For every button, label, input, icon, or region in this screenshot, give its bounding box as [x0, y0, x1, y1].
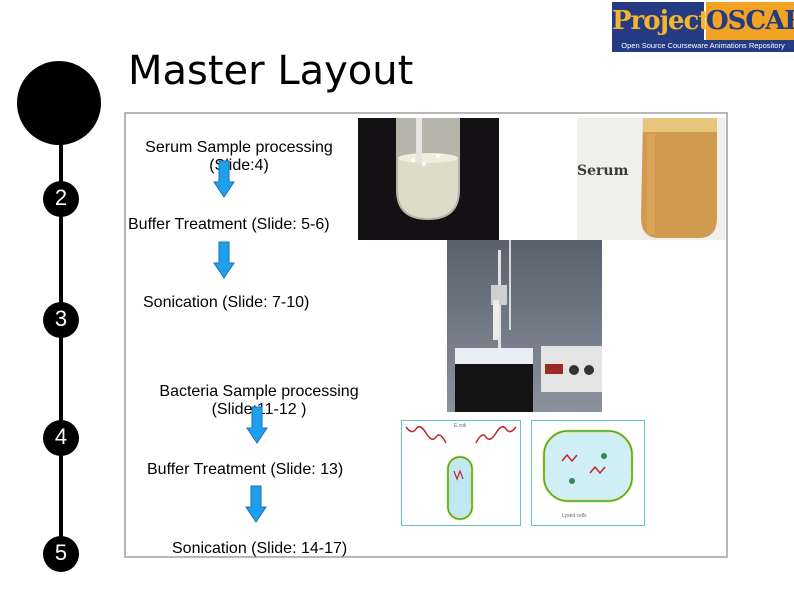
timeline-number-2: 2	[43, 181, 79, 217]
logo-tagline: Open Source Courseware Animations Reposi…	[612, 40, 794, 52]
down-arrow-icon	[213, 160, 235, 198]
timeline-number-5: 5	[43, 536, 79, 572]
step-line: Sonication (Slide: 14-17)	[172, 540, 348, 557]
step-line: Buffer Treatment (Slide: 13)	[147, 461, 344, 478]
bacteria-label: E.coli	[454, 423, 467, 429]
bacteria-diagram-2: Lysed cells	[531, 420, 645, 526]
down-arrow-icon	[213, 241, 235, 279]
timeline-number-4: 4	[43, 420, 79, 456]
project-oscar-logo: Project OSCAR Open Source Courseware Ani…	[612, 2, 794, 52]
serum-bottle-photo: Serum	[577, 118, 725, 240]
content-frame	[124, 112, 728, 558]
step-line: Serum Sample processing	[145, 139, 333, 156]
timeline-number-3: 3	[43, 302, 79, 338]
step-buffer-treatment-2: Buffer Treatment (Slide: 13)	[147, 461, 343, 479]
bacteria-caption: Lysed cells	[562, 513, 587, 519]
down-arrow-icon	[246, 406, 268, 444]
bacteria-diagram-1: E.coli	[401, 420, 521, 526]
serum-label: Serum	[577, 163, 629, 179]
serum-tube-photo	[358, 118, 499, 240]
logo-word-project: Project	[612, 2, 710, 40]
step-line: (Slide:4)	[209, 157, 269, 174]
timeline-start-circle	[17, 61, 101, 145]
down-arrow-icon	[245, 485, 267, 523]
step-line: Sonication (Slide: 7-10)	[143, 294, 310, 311]
step-line: Bacteria Sample processing	[159, 383, 359, 400]
logo-word-oscar: OSCAR	[706, 2, 794, 40]
page-title: Master Layout	[128, 48, 414, 94]
step-serum-sample-processing: Serum Sample processing (Slide:4)	[128, 139, 350, 175]
step-sonication-2: Sonication (Slide: 14-17)	[172, 540, 347, 558]
step-line: Buffer Treatment (Slide: 5-6)	[128, 216, 330, 233]
sonicator-photo	[447, 240, 602, 412]
step-sonication-1: Sonication (Slide: 7-10)	[143, 294, 309, 312]
step-buffer-treatment-1: Buffer Treatment (Slide: 5-6)	[128, 216, 330, 234]
